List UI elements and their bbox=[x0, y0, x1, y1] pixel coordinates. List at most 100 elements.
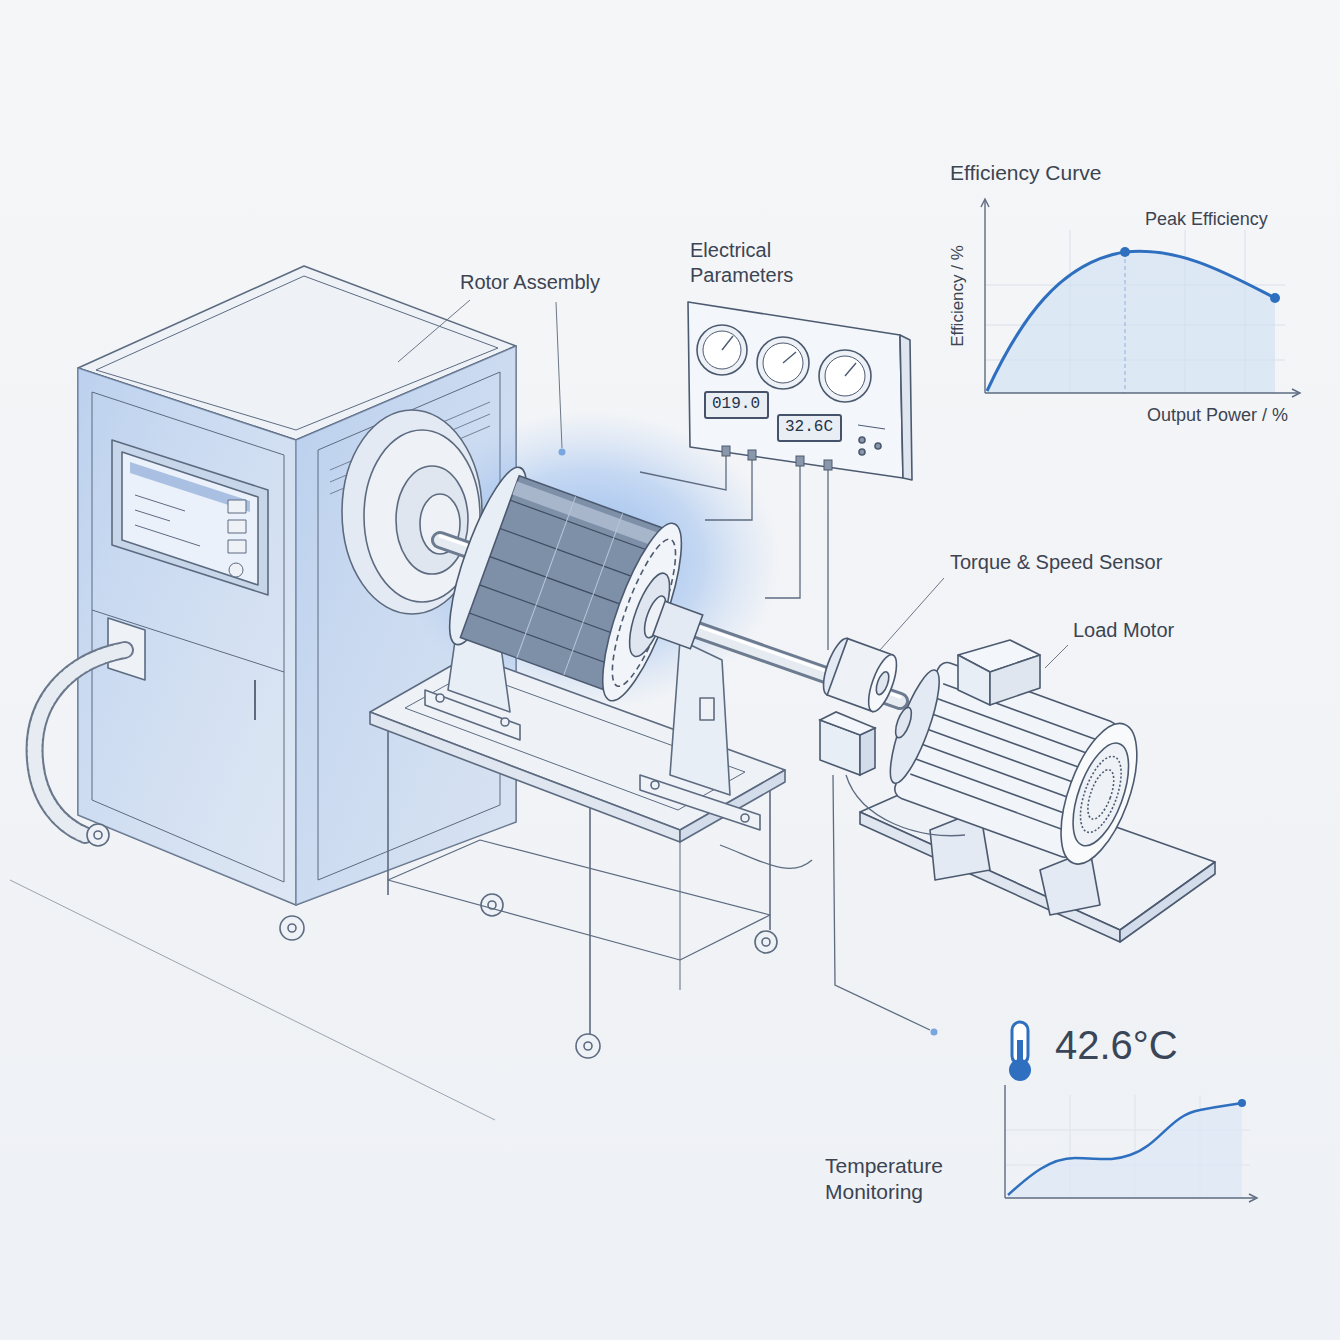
callout-label: Rotor Assembly bbox=[460, 270, 600, 295]
signal-wires-part bbox=[846, 775, 965, 836]
electrical-panel-part bbox=[703, 331, 741, 369]
cable-hose bbox=[35, 650, 125, 835]
electrical-panel-part bbox=[875, 443, 881, 449]
torque-sensor-part-part bbox=[863, 652, 902, 715]
control-cabinet-part bbox=[122, 452, 258, 585]
control-cabinet-part bbox=[228, 520, 246, 533]
efficiency-chart bbox=[981, 199, 1300, 397]
temperature-chart bbox=[1005, 1085, 1257, 1202]
caster-wheels bbox=[87, 824, 777, 1058]
load-motor-part-part bbox=[921, 744, 1081, 802]
temperature-chart-part bbox=[1008, 1103, 1242, 1198]
load-motor-part-part bbox=[1045, 714, 1152, 874]
callout-label: Efficiency Curve bbox=[950, 160, 1101, 186]
load-motor bbox=[860, 640, 1215, 942]
signal-wires-part bbox=[827, 466, 828, 650]
torque-sensor-part bbox=[818, 635, 902, 715]
caster-wheels-part bbox=[280, 916, 304, 940]
drive-flange-part bbox=[396, 466, 468, 574]
control-cabinet-part bbox=[78, 368, 296, 905]
control-cabinet-part bbox=[228, 500, 246, 513]
electrical-panel-part bbox=[845, 363, 856, 376]
cable-hose-part bbox=[35, 650, 125, 835]
test-stand-part bbox=[640, 775, 760, 830]
load-motor-part-part bbox=[932, 714, 1092, 772]
caster-wheels-part bbox=[288, 924, 296, 932]
test-stand-part bbox=[501, 718, 509, 726]
callout-label: Electrical Parameters bbox=[690, 238, 840, 288]
test-stand-part bbox=[436, 694, 444, 702]
efficiency-chart-part bbox=[987, 251, 1275, 391]
control-cabinet-part bbox=[135, 510, 170, 521]
wire-terminals-part bbox=[748, 450, 756, 460]
efficiency-chart-part bbox=[981, 199, 989, 207]
signal-wires-part bbox=[705, 456, 752, 520]
control-cabinet-part bbox=[135, 525, 200, 546]
control-cabinet-part bbox=[254, 680, 256, 720]
control-cabinet-part bbox=[130, 462, 250, 512]
leader-lines-part bbox=[398, 300, 470, 362]
rotor-part bbox=[517, 496, 576, 658]
test-stand-part bbox=[741, 814, 749, 822]
leader-lines-part bbox=[1045, 645, 1068, 668]
callout-label: Efficiency / % bbox=[947, 245, 968, 347]
callout-label: Peak Efficiency bbox=[1145, 208, 1268, 231]
torque-sensor-part-part bbox=[874, 670, 892, 696]
temperature-chart-part bbox=[1249, 1194, 1257, 1202]
efficiency-chart-part bbox=[1125, 252, 1126, 393]
electrical-panel-part bbox=[763, 343, 803, 383]
torque-sensor bbox=[818, 635, 902, 775]
test-stand-part bbox=[651, 781, 659, 789]
electrical-panel-part bbox=[697, 325, 747, 375]
load-motor-part bbox=[1120, 862, 1215, 942]
electrical-panel-part bbox=[757, 337, 809, 389]
test-stand-part bbox=[700, 698, 714, 720]
wire-terminals-part bbox=[722, 446, 730, 456]
leader-lines-part bbox=[556, 302, 562, 448]
electrical-panel-part bbox=[783, 352, 796, 363]
temperature-chart-part bbox=[1238, 1099, 1246, 1107]
load-motor-part-part bbox=[892, 706, 914, 740]
test-stand-part bbox=[589, 795, 591, 1034]
leader-dots bbox=[559, 449, 938, 1036]
electrical-panel-part bbox=[722, 336, 733, 350]
efficiency-chart-part bbox=[1270, 293, 1280, 303]
control-cabinet-part bbox=[112, 440, 268, 595]
temperature-chart-part bbox=[1005, 1197, 1255, 1198]
signal-wires-part bbox=[720, 845, 812, 868]
control-cabinet bbox=[78, 266, 516, 905]
wire-terminals-part bbox=[796, 456, 804, 466]
electrical-panel-part bbox=[688, 302, 903, 478]
load-motor-part-part bbox=[1062, 736, 1140, 853]
load-motor-part bbox=[990, 655, 1040, 705]
caster-wheels-part bbox=[94, 831, 102, 839]
signal-wires-part bbox=[833, 775, 930, 1030]
test-stand-part bbox=[387, 725, 389, 895]
load-motor-part-part bbox=[1072, 751, 1129, 837]
temperature-chart-part bbox=[1008, 1103, 1242, 1195]
test-stand-part bbox=[388, 840, 770, 960]
rotor-part bbox=[512, 481, 667, 549]
callout-label: 42.6°C bbox=[1055, 1020, 1178, 1070]
wire-terminals bbox=[722, 446, 832, 470]
temperature-chart-part bbox=[1005, 1095, 1250, 1198]
efficiency-chart-part bbox=[984, 200, 985, 393]
floor-line bbox=[10, 880, 495, 1120]
readout-value: 019.0 bbox=[712, 395, 761, 414]
rotor bbox=[435, 460, 729, 720]
readout-value: 32.6C bbox=[785, 418, 834, 437]
callout-label: Temperature Monitoring bbox=[825, 1153, 985, 1206]
caster-wheels-part bbox=[87, 824, 109, 846]
thermometer-icon-part bbox=[1017, 1040, 1023, 1068]
efficiency-chart-part bbox=[987, 251, 1275, 393]
electrical-panel-part bbox=[825, 356, 865, 396]
signal-wires-part bbox=[640, 452, 726, 490]
rotor-part bbox=[500, 528, 650, 583]
electrical-panel-part bbox=[859, 449, 865, 455]
load-motor-part-part bbox=[1083, 767, 1120, 823]
control-cabinet-part bbox=[78, 368, 296, 905]
electrical-panel bbox=[688, 302, 912, 480]
